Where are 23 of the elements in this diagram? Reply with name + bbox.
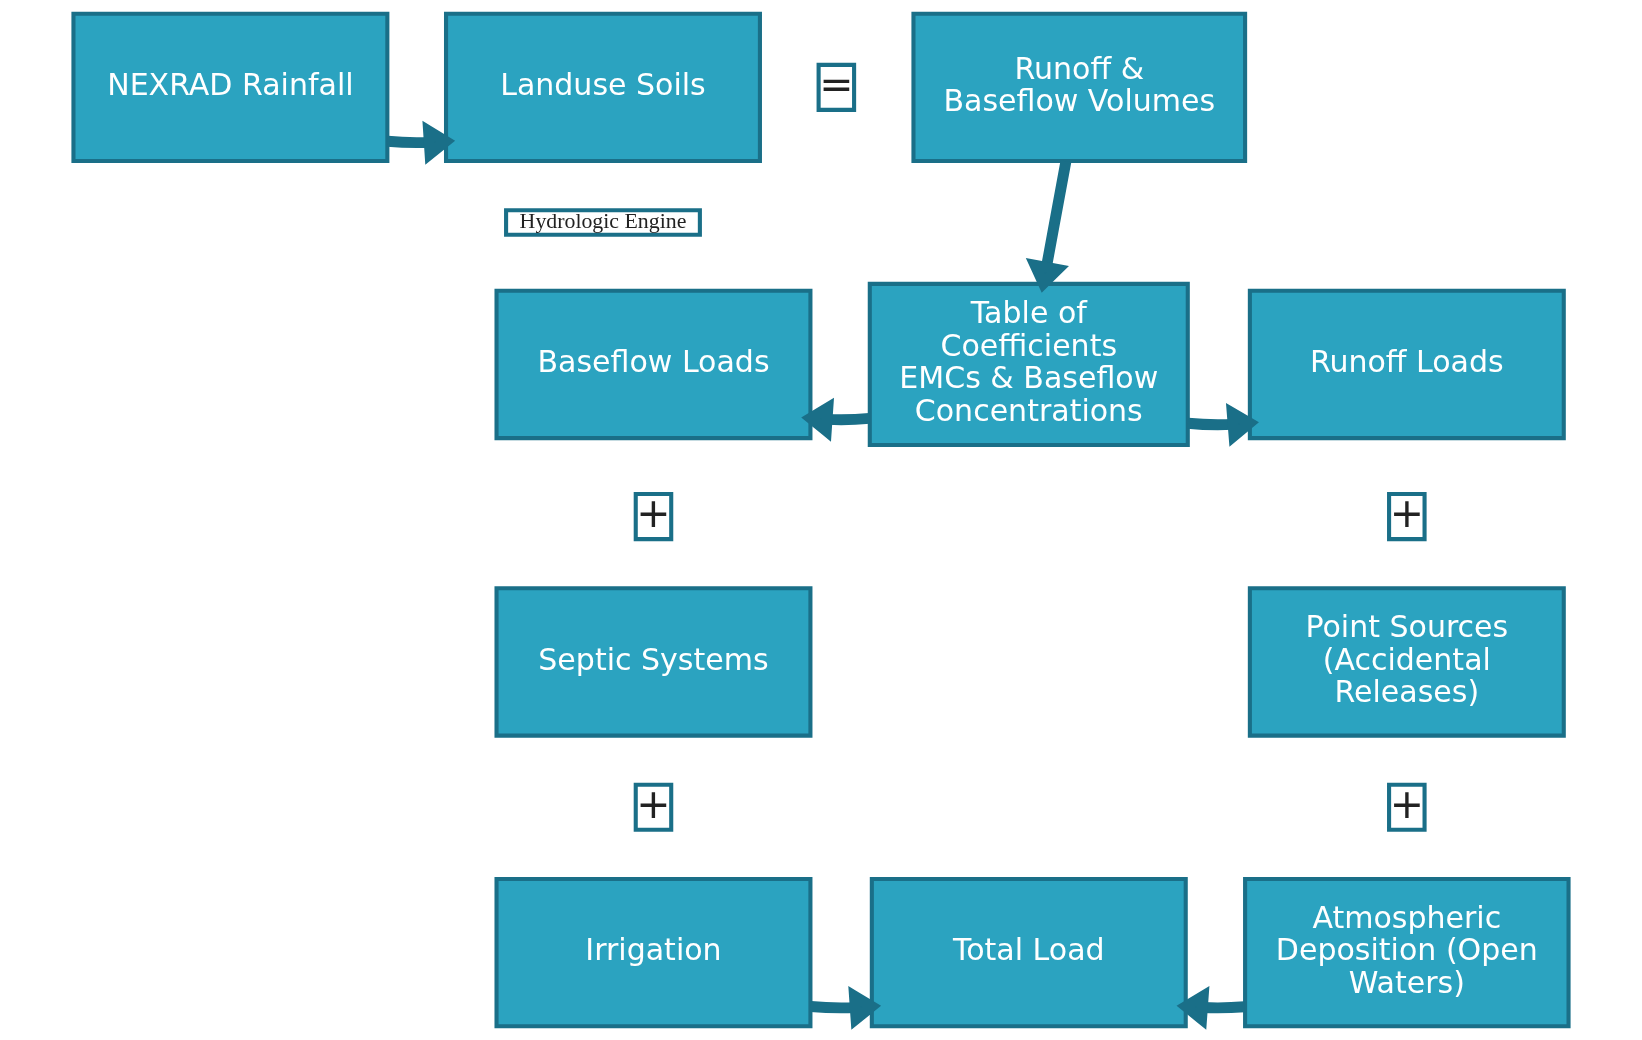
label: Hydrologic Engine: [519, 208, 687, 233]
node-box: Baseflow Loads: [494, 288, 813, 441]
arrow: [810, 986, 882, 1030]
arrow: [1176, 986, 1246, 1030]
node-box: Runoff & Baseflow Volumes: [911, 11, 1248, 164]
node-box: Table of Coefficients EMCs & Baseflow Concentrations: [867, 281, 1190, 447]
arrow: [1025, 160, 1072, 293]
label: +: [636, 488, 671, 537]
label: +: [636, 779, 671, 828]
arrow: [801, 397, 870, 442]
label: +: [1389, 488, 1424, 537]
label: =: [819, 59, 854, 108]
label: +: [1389, 779, 1424, 828]
node-box: Irrigation: [494, 876, 813, 1029]
arrow: [387, 120, 456, 165]
node-box: Septic Systems: [494, 586, 813, 738]
node-box: Landuse Soils: [444, 11, 762, 164]
node-box: Runoff Loads: [1247, 288, 1566, 441]
node-box: Point Sources (Accidental Releases): [1247, 586, 1566, 738]
node-box: NEXRAD Rainfall: [71, 11, 390, 164]
arrow: [1187, 402, 1259, 447]
node-box: Total Load: [869, 876, 1188, 1029]
node-box: Atmospheric Deposition (Open Waters): [1243, 876, 1571, 1029]
